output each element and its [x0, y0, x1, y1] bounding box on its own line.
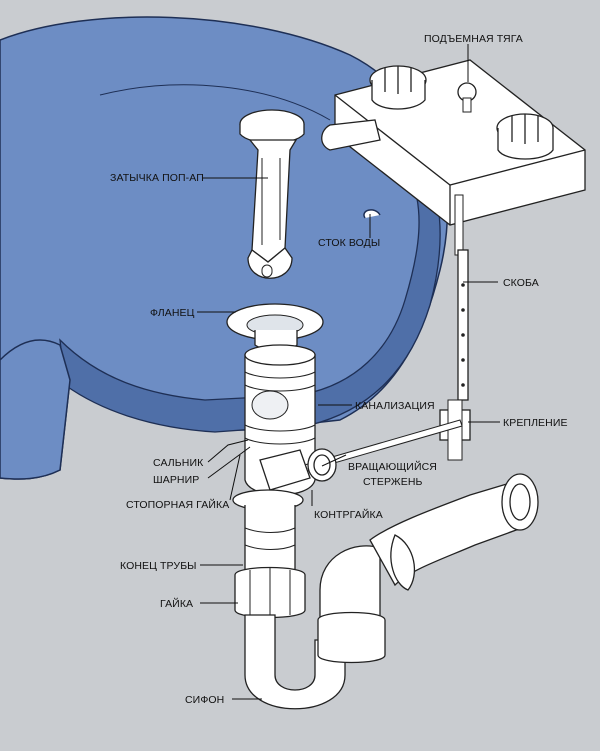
label-clevis: СКОБА: [503, 277, 539, 289]
label-pivot: ШАРНИР: [153, 474, 199, 486]
label-lift-rod: ПОДЪЕМНАЯ ТЯГА: [424, 33, 523, 45]
label-pivot-rod-line1: ВРАЩАЮЩИЙСЯ: [348, 460, 437, 473]
label-mount: КРЕПЛЕНИЕ: [503, 417, 568, 429]
label-stop-nut: СТОПОРНАЯ ГАЙКА: [126, 498, 229, 511]
labels: ПОДЪЕМНАЯ ТЯГА ЗАТЫЧКА ПОП-АП СТОК ВОДЫ …: [110, 33, 568, 706]
leader-lines: [197, 44, 500, 700]
label-tailpiece: КОНЕЦ ТРУБЫ: [120, 560, 197, 572]
overflow-slot: [363, 209, 381, 219]
flange: [226, 303, 324, 351]
label-nut: ГАЙКА: [160, 597, 193, 610]
label-trap: СИФОН: [185, 694, 224, 706]
lift-rod-assembly: [439, 194, 471, 461]
label-lock-nut: КОНТРГАЙКА: [314, 508, 383, 521]
pivot-rod-assembly: [259, 419, 463, 491]
label-flange: ФЛАНЕЦ: [150, 307, 195, 319]
label-drain-body: КАНАЛИЗАЦИЯ: [355, 400, 435, 412]
label-popup-stopper: ЗАТЫЧКА ПОП-АП: [110, 172, 204, 184]
label-pivot-rod-line2: СТЕРЖЕНЬ: [363, 476, 423, 488]
p-trap: [234, 473, 539, 710]
faucet: [321, 59, 586, 226]
label-overflow: СТОК ВОДЫ: [318, 237, 380, 249]
tailpiece: [232, 489, 304, 571]
label-gland: САЛЬНИК: [153, 457, 204, 469]
popup-stopper: [239, 109, 305, 279]
